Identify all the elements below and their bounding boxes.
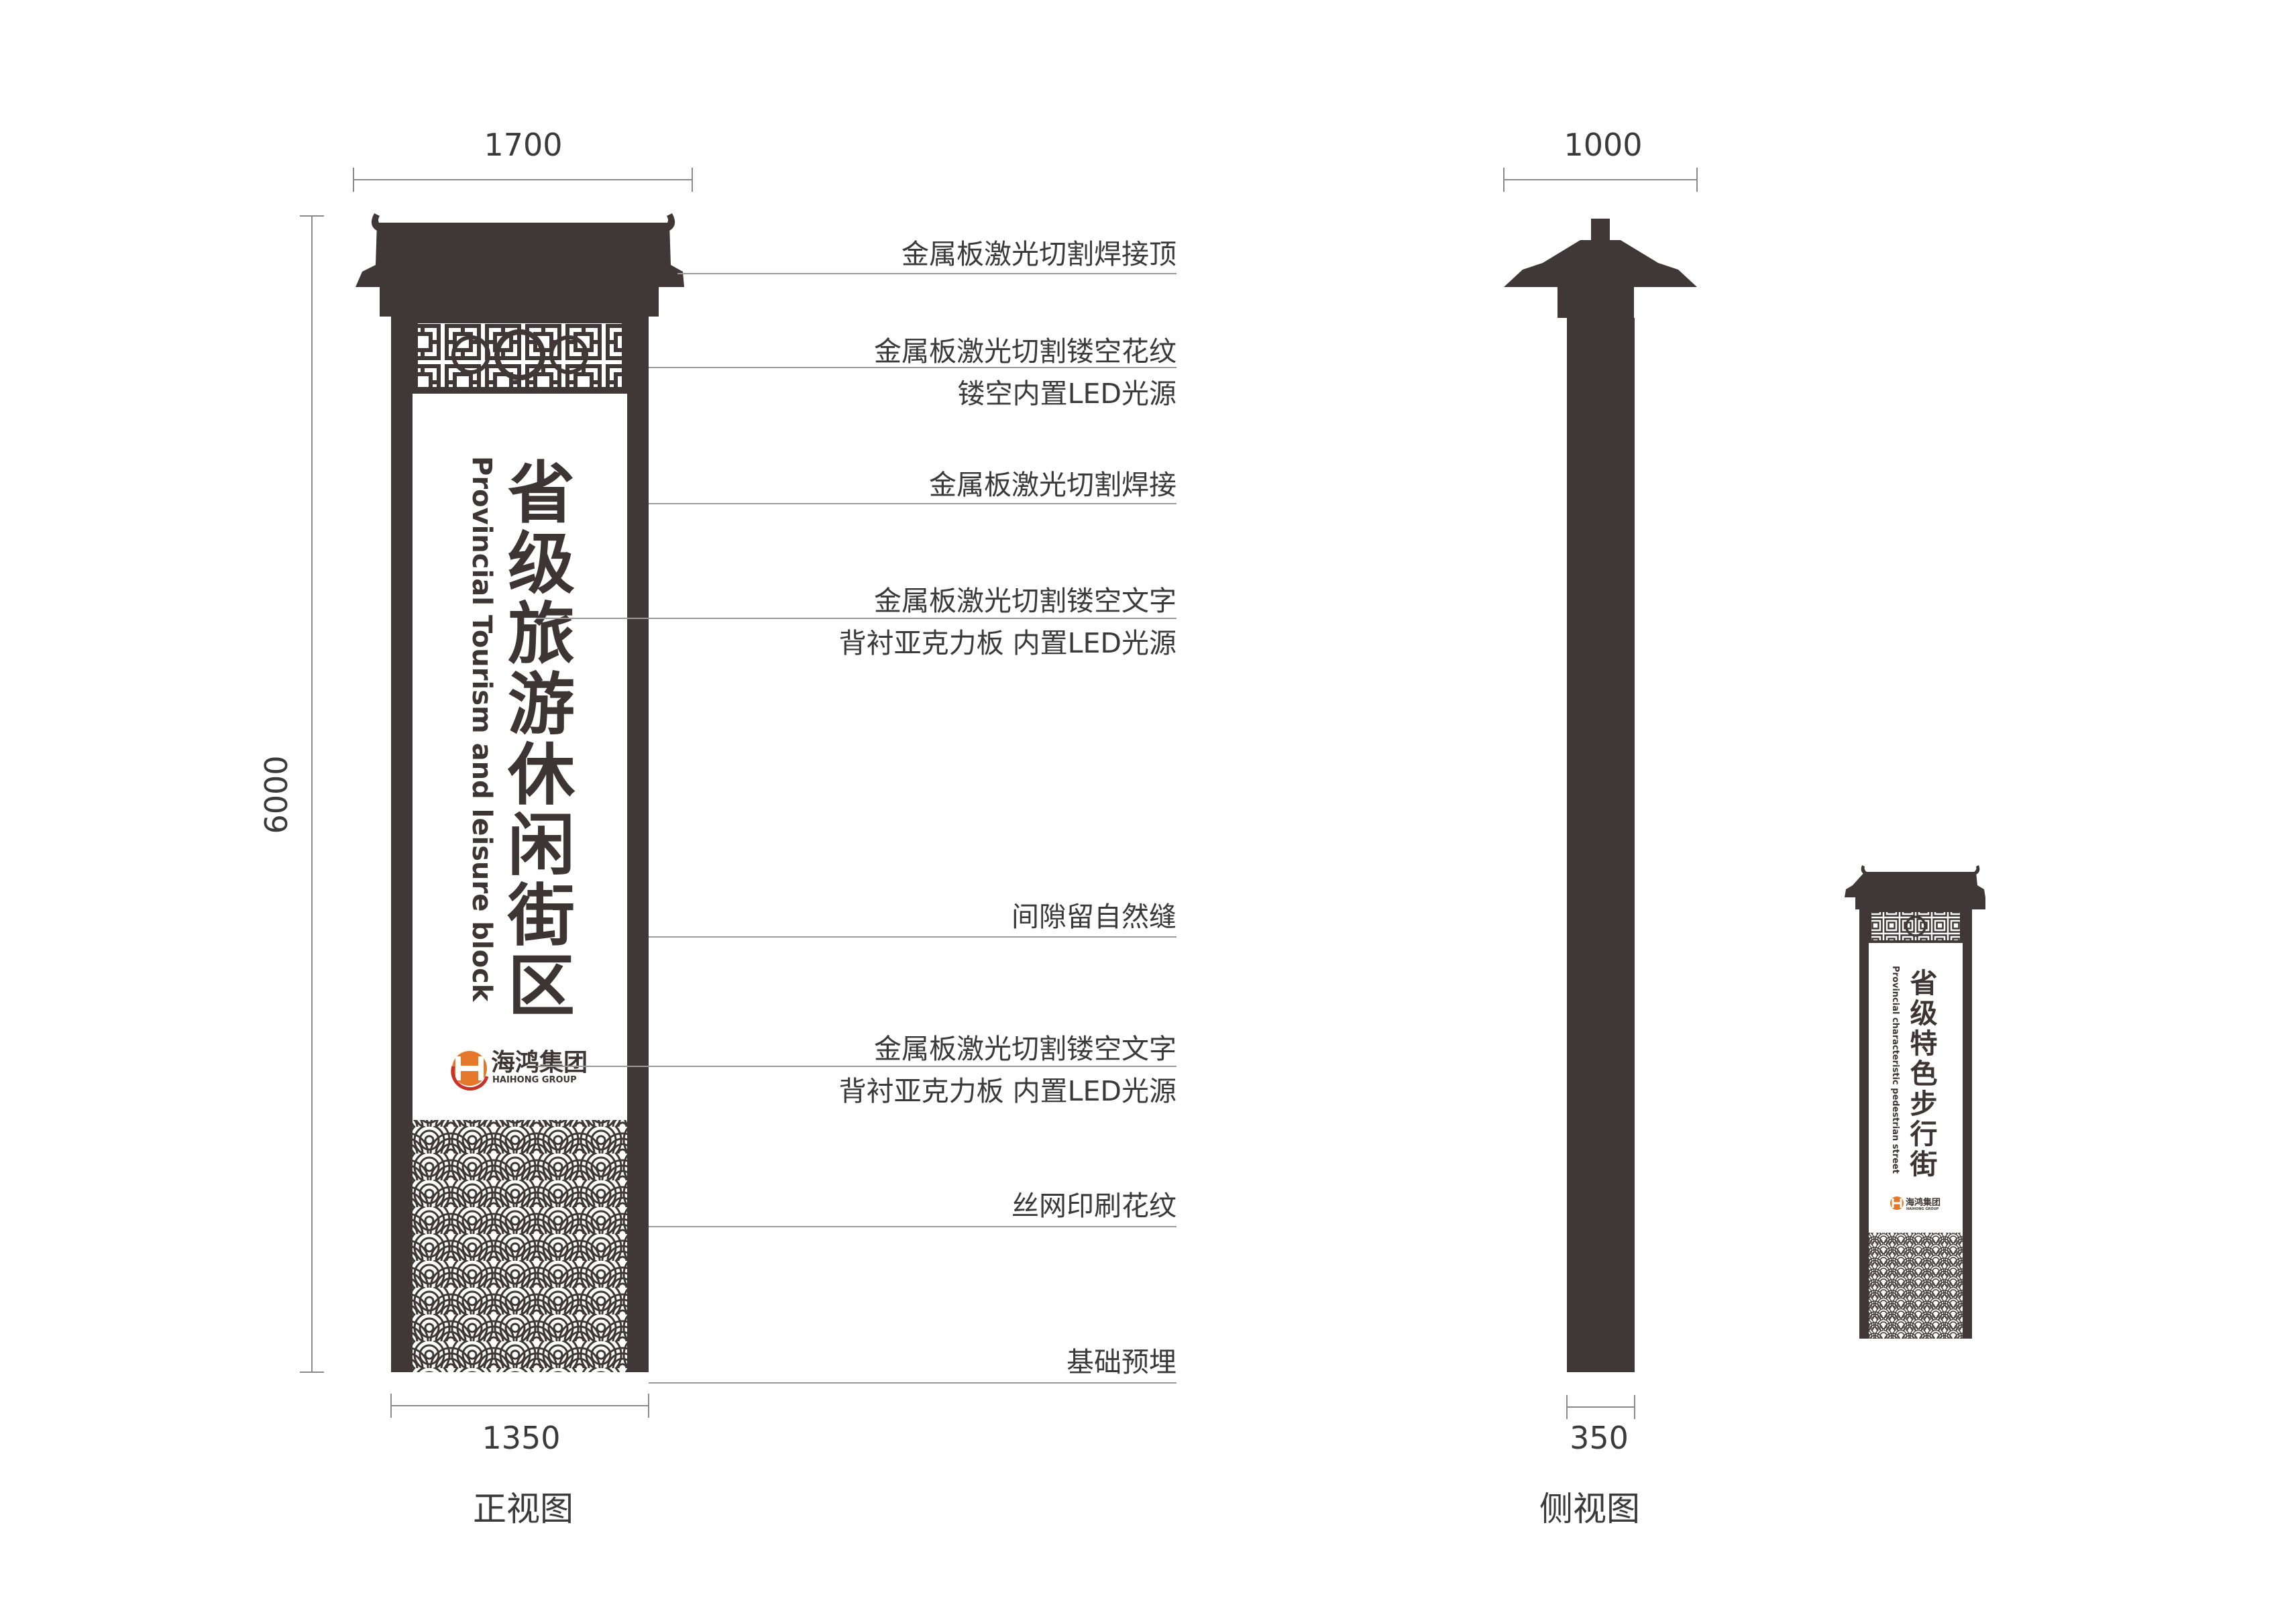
front-view: 1700 6000 1350 bbox=[258, 127, 693, 1456]
front-roof bbox=[356, 213, 684, 317]
small-title-char: 行 bbox=[1910, 1118, 1938, 1150]
small-logo-cn: 海鸿集团 bbox=[1906, 1197, 1940, 1208]
side-roof bbox=[1504, 219, 1697, 318]
callout-welding: 金属板激光切割焊接 bbox=[929, 469, 1177, 501]
callout-labels: 金属板激光切割焊接顶 金属板激光切割镂空花纹 镂空内置LED光源 金属板激光切割… bbox=[839, 238, 1177, 1378]
side-top-width-label: 1000 bbox=[1564, 127, 1642, 163]
front-height-label: 6000 bbox=[258, 755, 294, 834]
front-title: 省 级 旅 游 休 闲 街 区 bbox=[507, 454, 576, 1025]
front-title-char: 级 bbox=[508, 524, 575, 603]
front-top-width-label: 1700 bbox=[484, 127, 562, 163]
small-title-char: 步 bbox=[1910, 1088, 1938, 1120]
front-base-dimension: 1350 bbox=[390, 1394, 649, 1456]
callout-screen-print: 丝网印刷花纹 bbox=[1012, 1190, 1177, 1222]
callout-hollow-text-acrylic: 背衬亚克力板 内置LED光源 bbox=[839, 627, 1177, 659]
callout-foundation: 基础预埋 bbox=[1067, 1346, 1177, 1378]
side-top-dimension: 1000 bbox=[1503, 127, 1698, 192]
small-lattice-band bbox=[1869, 909, 1963, 943]
callout-lines bbox=[537, 273, 1177, 1384]
front-height-dimension: 6000 bbox=[258, 215, 324, 1373]
front-main-panel bbox=[413, 394, 627, 1089]
front-right-pillar bbox=[627, 317, 649, 1372]
callout-lattice-led: 镂空内置LED光源 bbox=[958, 378, 1177, 410]
side-base-dimension: 350 bbox=[1566, 1395, 1635, 1456]
front-logo: 海鸿集团 HAIHONG GROUP bbox=[451, 1049, 588, 1091]
side-pillar bbox=[1567, 318, 1635, 1372]
side-view: 1000 350 bbox=[1503, 127, 1698, 1456]
front-logo-en: HAIHONG GROUP bbox=[492, 1075, 577, 1085]
small-title-char: 省 bbox=[1910, 967, 1938, 999]
small-wave-pattern bbox=[1869, 1233, 1963, 1339]
small-title-char: 街 bbox=[1910, 1148, 1938, 1180]
front-title-char: 休 bbox=[507, 736, 576, 814]
small-sign: 省 级 特 色 步 行 街 Provincial characteristic … bbox=[1845, 865, 1985, 1339]
small-logo-en: HAIHONG GROUP bbox=[1906, 1207, 1939, 1211]
front-english-title: Provincial Tourism and leisure block bbox=[466, 456, 497, 1003]
front-title-char: 省 bbox=[508, 454, 575, 533]
callout-hollow-logo: 金属板激光切割镂空文字 bbox=[874, 1033, 1177, 1065]
front-title-char: 区 bbox=[508, 947, 575, 1025]
callout-lattice: 金属板激光切割镂空花纹 bbox=[874, 335, 1177, 368]
front-left-pillar bbox=[391, 317, 413, 1372]
small-title-char: 特 bbox=[1910, 1027, 1938, 1060]
callout-roof: 金属板激光切割焊接顶 bbox=[901, 238, 1177, 270]
small-left-pillar bbox=[1859, 909, 1869, 1339]
small-roof bbox=[1845, 865, 1985, 909]
front-top-dimension: 1700 bbox=[353, 127, 693, 192]
front-lattice-band bbox=[413, 317, 627, 394]
front-title-char: 旅 bbox=[508, 595, 575, 673]
small-title: 省 级 特 色 步 行 街 bbox=[1910, 967, 1938, 1180]
small-right-pillar bbox=[1963, 909, 1972, 1339]
callout-hollow-logo-acrylic: 背衬亚克力板 内置LED光源 bbox=[839, 1075, 1177, 1107]
side-base-width-label: 350 bbox=[1570, 1420, 1629, 1456]
front-title-char: 游 bbox=[508, 665, 575, 744]
front-wave-pattern bbox=[413, 1120, 627, 1372]
front-title-char: 闲 bbox=[508, 806, 575, 885]
front-logo-cn: 海鸿集团 bbox=[491, 1049, 588, 1076]
small-english-title: Provincial characteristic pedestrian str… bbox=[1890, 966, 1900, 1174]
front-title-char: 街 bbox=[507, 877, 575, 955]
side-view-caption: 侧视图 bbox=[1539, 1490, 1640, 1528]
front-base-width-label: 1350 bbox=[482, 1420, 560, 1456]
callout-gap: 间隙留自然缝 bbox=[1012, 901, 1177, 933]
front-view-caption: 正视图 bbox=[473, 1490, 573, 1528]
small-logo: 海鸿集团 HAIHONG GROUP bbox=[1890, 1196, 1940, 1211]
small-main-panel bbox=[1869, 943, 1963, 1233]
small-title-char: 级 bbox=[1910, 997, 1938, 1029]
small-title-char: 色 bbox=[1910, 1058, 1938, 1090]
callout-hollow-text: 金属板激光切割镂空文字 bbox=[874, 585, 1177, 617]
